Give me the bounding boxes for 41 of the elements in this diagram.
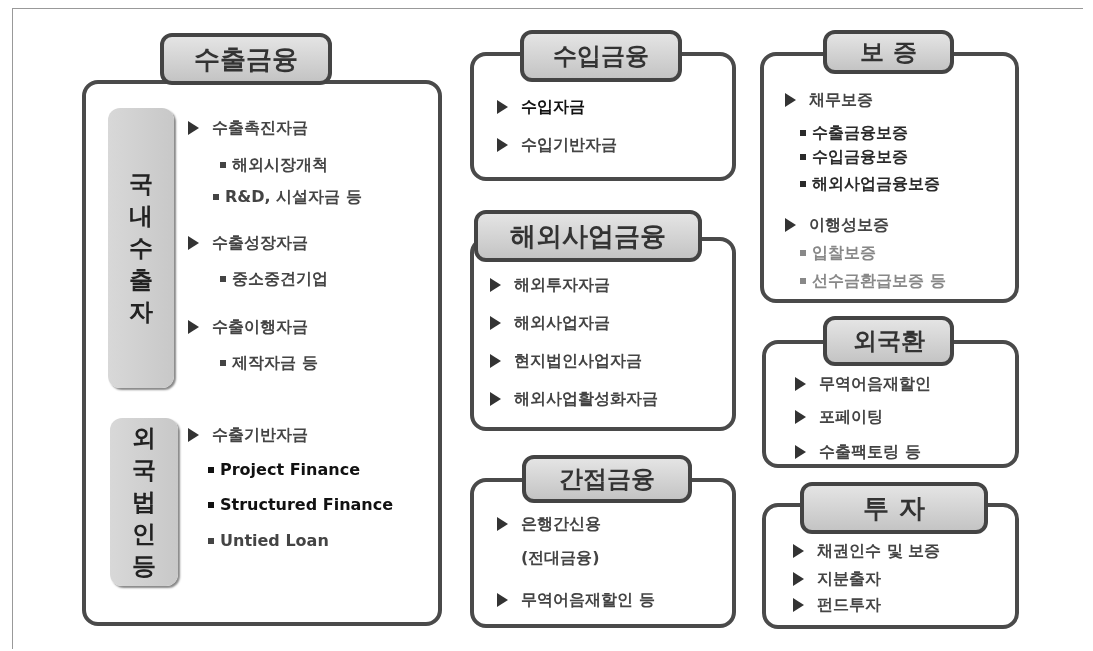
list-item: 채권인수 및 보증 [817, 540, 941, 562]
list-item: Structured Finance [220, 494, 394, 516]
heading-tab: 수출금융 [160, 33, 332, 85]
heading-tab: 보 증 [823, 30, 954, 74]
list-item: 수출성장자금 [212, 232, 308, 254]
category-box: 외국법인 등 [110, 418, 178, 586]
list-item: 은행간신용 (전대금융) [521, 513, 602, 569]
list-item: 수입기반자금 [521, 134, 617, 156]
heading-tab: 간접금융 [522, 455, 692, 503]
list-item: 수입자금 [521, 96, 585, 118]
list-item: 해외사업활성화자금 [514, 388, 658, 410]
list-item: 수출팩토링 등 [819, 441, 921, 463]
heading-tab: 투 자 [800, 482, 988, 534]
list-item: 입찰보증 [812, 242, 876, 264]
list-item: 중소중견기업 [232, 268, 328, 290]
list-item: 포페이팅 [819, 406, 883, 428]
list-item: 현지법인사업자금 [514, 350, 642, 372]
list-item: R&D, 시설자금 등 [225, 186, 362, 208]
list-item: Untied Loan [220, 530, 329, 552]
list-item: 무역어음재할인 등 [521, 589, 655, 611]
list-item: Project Finance [220, 459, 360, 481]
heading-tab: 해외사업금융 [474, 210, 702, 262]
list-item: 채무보증 [809, 89, 873, 111]
heading-tab: 수입금융 [520, 30, 682, 82]
list-item: 펀드투자 [817, 594, 881, 616]
list-item: 해외사업자금 [514, 312, 610, 334]
list-item: 수입금융보증 [812, 146, 908, 168]
category-box: 국내 수출자 [108, 108, 174, 388]
list-item: 수출촉진자금 [212, 117, 308, 139]
list-item: 무역어음재할인 [819, 373, 931, 395]
list-item: 수출이행자금 [212, 316, 308, 338]
list-item: 지분출자 [817, 568, 881, 590]
list-item: 수출기반자금 [212, 424, 308, 446]
list-item: 제작자금 등 [232, 352, 318, 374]
list-item: 선수금환급보증 등 [812, 270, 946, 292]
list-item: 해외시장개척 [232, 154, 328, 176]
list-item: 수출금융보증 [812, 122, 908, 144]
list-item: 이행성보증 [809, 214, 889, 236]
list-item: 해외사업금융보증 [812, 173, 940, 195]
list-item: 해외투자자금 [514, 274, 610, 296]
heading-tab: 외국환 [823, 316, 954, 366]
